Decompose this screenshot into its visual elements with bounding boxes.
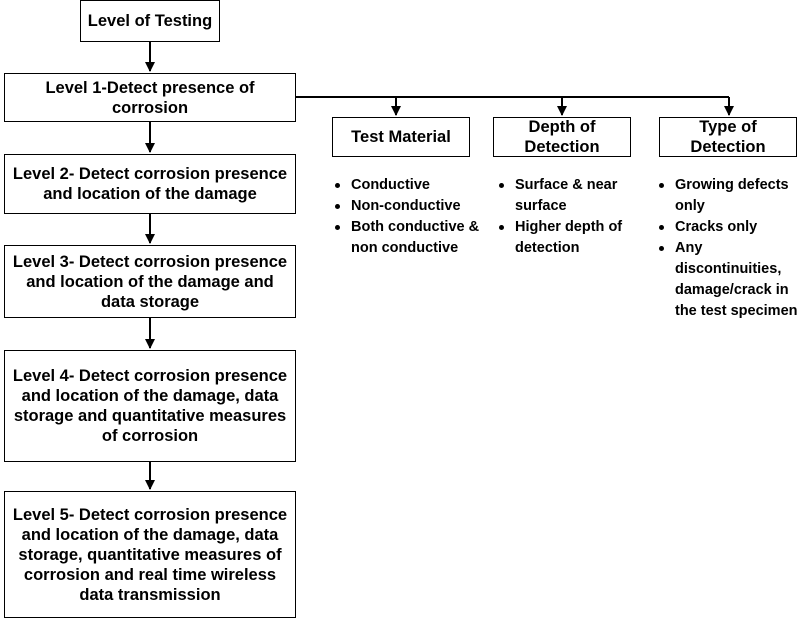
- list-item: Growing defects only: [655, 175, 807, 217]
- list-item: Higher depth of detection: [495, 217, 640, 259]
- depth-of-detection-list: Surface & near surface Higher depth of d…: [495, 175, 640, 259]
- test-material-box: Test Material: [332, 117, 470, 157]
- level-4-box: Level 4- Detect corrosion presence and l…: [4, 350, 296, 462]
- list-item: Both conductive & non conductive: [331, 217, 491, 259]
- level-1-box: Level 1-Detect presence of corrosion: [4, 73, 296, 122]
- level-2-label: Level 2- Detect corrosion presence and l…: [12, 165, 288, 203]
- type-of-detection-list: Growing defects only Cracks only Any dis…: [655, 175, 807, 322]
- list-item: Non-conductive: [331, 196, 491, 217]
- level-5-box: Level 5- Detect corrosion presence and l…: [4, 491, 296, 618]
- list-item: Cracks only: [655, 217, 807, 238]
- level-3-box: Level 3- Detect corrosion presence and l…: [4, 245, 296, 318]
- type-of-detection-title: Type of Detection: [690, 118, 766, 156]
- test-material-title: Test Material: [351, 128, 451, 146]
- list-item: Any discontinuities, damage/crack in the…: [655, 238, 807, 322]
- level-of-testing-box: Level of Testing: [80, 0, 220, 42]
- level-4-label: Level 4- Detect corrosion presence and l…: [12, 367, 288, 445]
- type-of-detection-box: Type of Detection: [659, 117, 797, 157]
- list-item: Surface & near surface: [495, 175, 640, 217]
- list-item: Conductive: [331, 175, 491, 196]
- depth-of-detection-title: Depth of Detection: [524, 118, 600, 156]
- level-1-label: Level 1-Detect presence of corrosion: [45, 78, 255, 117]
- level-5-label: Level 5- Detect corrosion presence and l…: [12, 505, 288, 604]
- level-2-box: Level 2- Detect corrosion presence and l…: [4, 154, 296, 214]
- depth-of-detection-box: Depth of Detection: [493, 117, 631, 157]
- level-of-testing-label: Level of Testing: [87, 12, 213, 30]
- level-3-label: Level 3- Detect corrosion presence and l…: [12, 252, 288, 311]
- test-material-list: Conductive Non-conductive Both conductiv…: [331, 175, 491, 259]
